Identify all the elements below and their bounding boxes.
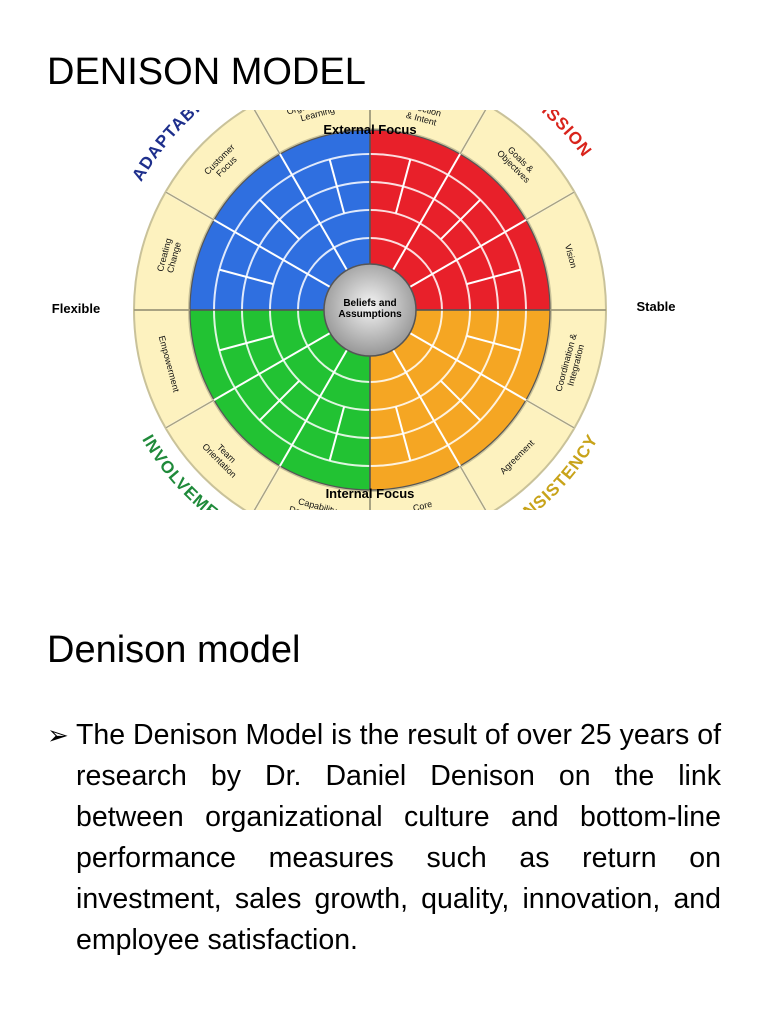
arrow-bullet-icon: ➢ bbox=[47, 720, 69, 750]
band-divider bbox=[525, 191, 575, 221]
page-title: DENISON MODEL bbox=[47, 51, 366, 93]
index-label-line: Core bbox=[412, 499, 433, 510]
segment-divider bbox=[466, 334, 521, 352]
band-divider bbox=[165, 399, 215, 429]
band-divider bbox=[459, 110, 487, 155]
band-divider bbox=[525, 399, 575, 429]
axis-label-right: Stable bbox=[636, 299, 675, 314]
segment-divider bbox=[328, 406, 346, 461]
segment-divider bbox=[394, 159, 412, 214]
index-label-line: Direction bbox=[405, 110, 442, 119]
denison-wheel: Beliefs andAssumptionsCreatingChangeCust… bbox=[52, 110, 676, 510]
axis-label-left: Flexible bbox=[52, 301, 100, 316]
segment-divider bbox=[258, 198, 300, 240]
section-title: Denison model bbox=[47, 629, 301, 671]
segment-divider bbox=[219, 334, 274, 352]
segment-divider bbox=[440, 380, 482, 422]
band-divider bbox=[253, 110, 281, 155]
bullet-text: The Denison Model is the result of over … bbox=[76, 719, 721, 956]
index-label: CoreValues bbox=[411, 499, 440, 510]
segment-divider bbox=[394, 406, 412, 461]
band-divider bbox=[165, 191, 215, 221]
band-divider bbox=[253, 465, 281, 510]
body-text: ➢ The Denison Model is the result of ove… bbox=[47, 715, 721, 961]
axis-label-bottom: Internal Focus bbox=[326, 486, 415, 501]
segment-divider bbox=[219, 268, 274, 286]
bullet-item: ➢ The Denison Model is the result of ove… bbox=[47, 715, 721, 961]
segment-divider bbox=[258, 380, 300, 422]
center-circle bbox=[323, 263, 417, 357]
axis-label-top: External Focus bbox=[323, 122, 416, 137]
center-label: Beliefs and bbox=[343, 298, 396, 309]
segment-divider bbox=[440, 198, 482, 240]
segment-divider bbox=[328, 159, 346, 214]
band-divider bbox=[459, 465, 487, 510]
center-label: Assumptions bbox=[338, 309, 402, 320]
segment-divider bbox=[466, 268, 521, 286]
